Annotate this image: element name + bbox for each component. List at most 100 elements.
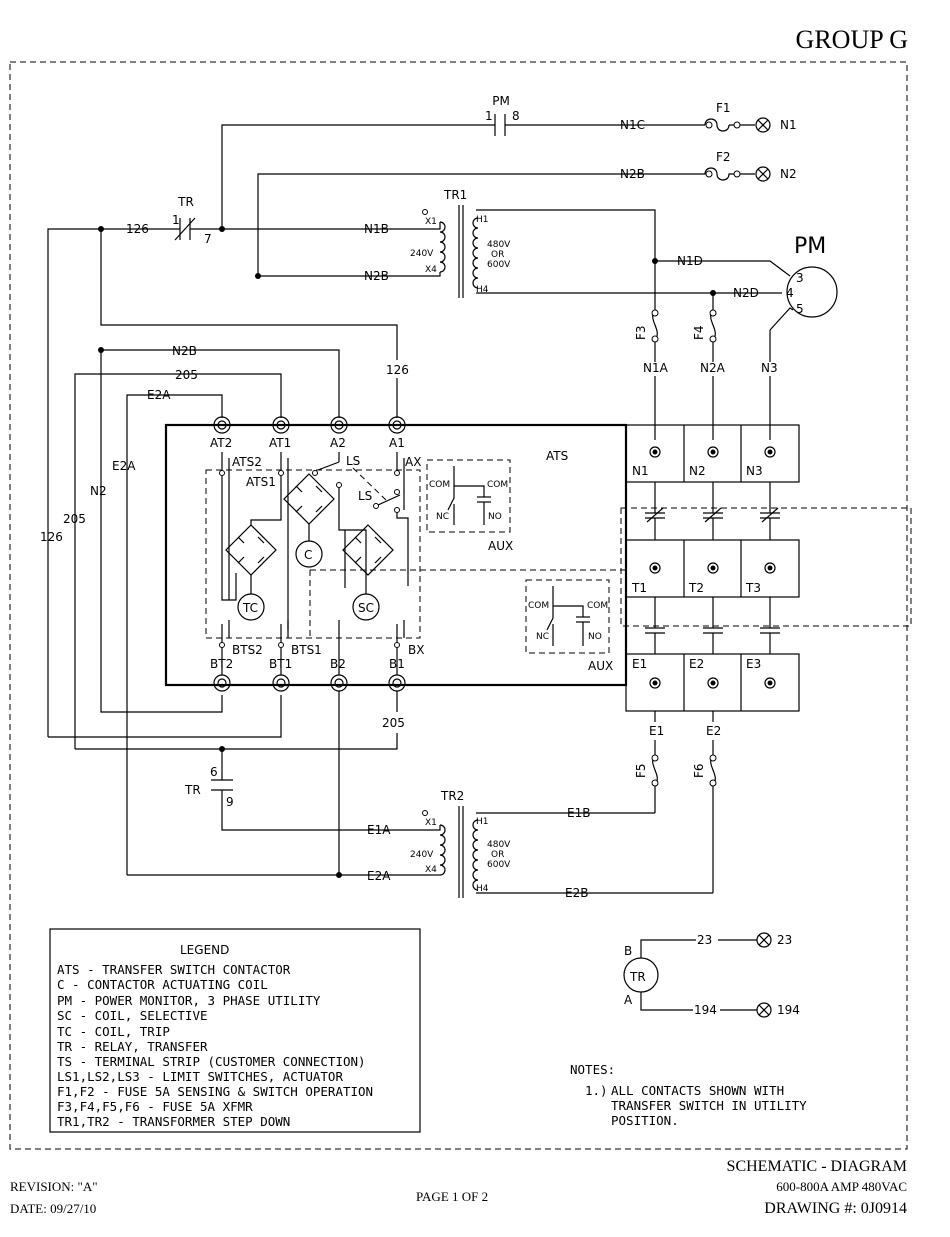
power-monitor: PM 3 4 5 N1D N2D: [652, 234, 838, 362]
tr2-primary-2: OR: [491, 850, 504, 860]
ats-top-label-at1: AT1: [269, 436, 291, 450]
power-terminal-block: N1 N2 N3 T1 T2 T3 E1 E2 E3: [620, 424, 912, 712]
terminal-n3[interactable]: [764, 446, 776, 458]
bottom-wiring: 205 E1 E2 F5 F6 TR 6 9 E1A E2A E1B E2B: [75, 691, 721, 900]
lamp-194-label: 194: [777, 1003, 800, 1017]
terminal-n2[interactable]: [707, 446, 719, 458]
wire-e2-label: E2: [706, 724, 721, 738]
notes-line: TRANSFER SWITCH IN UTILITY: [611, 1098, 807, 1113]
drawing-border: [9, 61, 908, 1150]
lamp-23-icon: [756, 932, 772, 948]
terminal-n1[interactable]: [649, 446, 661, 458]
tr1-primary-1: 480V: [487, 240, 511, 250]
wire-e1-label: E1: [649, 724, 664, 738]
ats-terminal-b1[interactable]: [388, 674, 406, 692]
wire-e1a-label: E1A: [367, 823, 391, 837]
wire-n1a-label: N1A: [643, 361, 669, 375]
wire-e2a-vertical: E2A: [112, 459, 136, 473]
notes-line: POSITION.: [611, 1113, 679, 1128]
drawing-title: SCHEMATIC - DIAGRAM: [727, 1158, 907, 1175]
contact-ls-2: LS: [358, 489, 372, 503]
pm-contact-pin1: 1: [485, 109, 493, 123]
pm-name: PM: [794, 234, 826, 259]
coil-c: C: [295, 540, 323, 568]
wire-e2a-ats: E2A: [147, 388, 171, 402]
wire-n1d-label: N1D: [677, 254, 703, 268]
lamp-n1-icon: [755, 117, 771, 133]
aux2-no: NO: [588, 632, 602, 642]
wire-n2b-ats: N2B: [172, 344, 197, 358]
terminal-e2[interactable]: [707, 677, 719, 689]
legend-line: LS1,LS2,LS3 - LIMIT SWITCHES, ACTUATOR: [57, 1069, 343, 1084]
ats-name: ATS: [546, 449, 568, 463]
ats-terminal-bt1[interactable]: [272, 674, 290, 692]
fuse-f5-label: F5: [634, 763, 648, 778]
wire-23-label: 23: [697, 933, 712, 947]
tr-contact2-pin2: 9: [226, 795, 234, 809]
tr1-primary-3: 600V: [487, 260, 511, 270]
aux2-label: AUX: [588, 659, 613, 673]
aux2-com1: COM: [528, 601, 549, 611]
tr-contact-pin1: 1: [172, 213, 180, 227]
ats-module: ATS AT2 AT1 A2 A1 BT2 BT1 B2 B1 ATS2 ATS…: [164, 416, 628, 692]
term-label-t3: T3: [745, 581, 761, 595]
tr2-x4: X4: [425, 865, 437, 875]
tr2-name: TR2: [440, 789, 464, 803]
group-title: GROUP G: [796, 25, 908, 54]
term-label-n2: N2: [689, 464, 706, 478]
wire-205-ats: 205: [175, 368, 198, 382]
aux1-no: NO: [488, 512, 502, 522]
legend-box: LEGEND ATS - TRANSFER SWITCH CONTACTOR C…: [49, 928, 421, 1133]
legend-line: TC - COIL, TRIP: [57, 1024, 170, 1039]
legend-line: C - CONTACTOR ACTUATING COIL: [57, 977, 268, 992]
lamp-n1-label: N1: [780, 118, 797, 132]
terminal-e3[interactable]: [764, 677, 776, 689]
tr2-h4: H4: [476, 884, 489, 894]
wire-e2a-label: E2A: [367, 869, 391, 883]
transformer-tr1: TR1 X1 X4 240V H1 H4 480V OR 600V: [410, 188, 714, 310]
notes-item-number: 1.): [585, 1083, 608, 1098]
tr-contact-pin2: 7: [204, 232, 212, 246]
pm-contact-pin2: 8: [512, 109, 520, 123]
fuse-f4-label: F4: [692, 325, 706, 340]
ats-terminal-bt2[interactable]: [213, 674, 231, 692]
terminal-t2[interactable]: [707, 562, 719, 574]
term-label-e2: E2: [689, 657, 704, 671]
wire-194-label: 194: [694, 1003, 717, 1017]
top-wiring: PM 1 8 N1C F1 N1 N2B F2 N2 12: [47, 94, 797, 737]
ats-bot-label-b2: B2: [330, 657, 346, 671]
coil-sc: SC: [352, 593, 380, 621]
wire-n2-vertical: N2: [90, 484, 107, 498]
wire-126-ats: 126: [386, 363, 409, 377]
wire-n2d-label: N2D: [733, 286, 759, 300]
aux1-label: AUX: [488, 539, 513, 553]
ats-terminal-a2[interactable]: [330, 416, 348, 434]
ats-terminal-b2[interactable]: [330, 674, 348, 692]
ats-terminal-at2[interactable]: [213, 416, 231, 434]
pm-contact-tag: PM: [492, 94, 510, 108]
contact-ats2: ATS2: [232, 455, 262, 469]
rectifier-sc-icon: [342, 524, 394, 576]
legend-line: TR1,TR2 - TRANSFORMER STEP DOWN: [57, 1114, 290, 1129]
term-label-e3: E3: [746, 657, 761, 671]
tr1-x4: X4: [425, 265, 437, 275]
notes-title: NOTES:: [570, 1062, 615, 1077]
terminal-e1[interactable]: [649, 677, 661, 689]
rectifier-tc-icon: [225, 524, 277, 576]
aux-contact-1: COM COM NC NO AUX: [426, 459, 513, 553]
notes-block: NOTES: 1.) ALL CONTACTS SHOWN WITH TRANS…: [570, 1062, 807, 1128]
drawing-number: DRAWING #: 0J0914: [764, 1200, 907, 1217]
terminal-t3[interactable]: [764, 562, 776, 574]
pm-pin-3: 3: [796, 271, 804, 285]
fuse-f3-label: F3: [634, 325, 648, 340]
wire-205-vertical: 205: [63, 512, 86, 526]
contact-ats1: ATS1: [246, 475, 276, 489]
term-label-n3: N3: [746, 464, 763, 478]
terminal-t1[interactable]: [649, 562, 661, 574]
tr-relay-coil: TR B A 23 23 194 194: [623, 932, 800, 1018]
ats-terminal-at1[interactable]: [272, 416, 290, 434]
legend-line: F3,F4,F5,F6 - FUSE 5A XFMR: [57, 1099, 253, 1114]
tr2-secondary: 240V: [410, 850, 434, 860]
ats-terminal-a1[interactable]: [388, 416, 406, 434]
